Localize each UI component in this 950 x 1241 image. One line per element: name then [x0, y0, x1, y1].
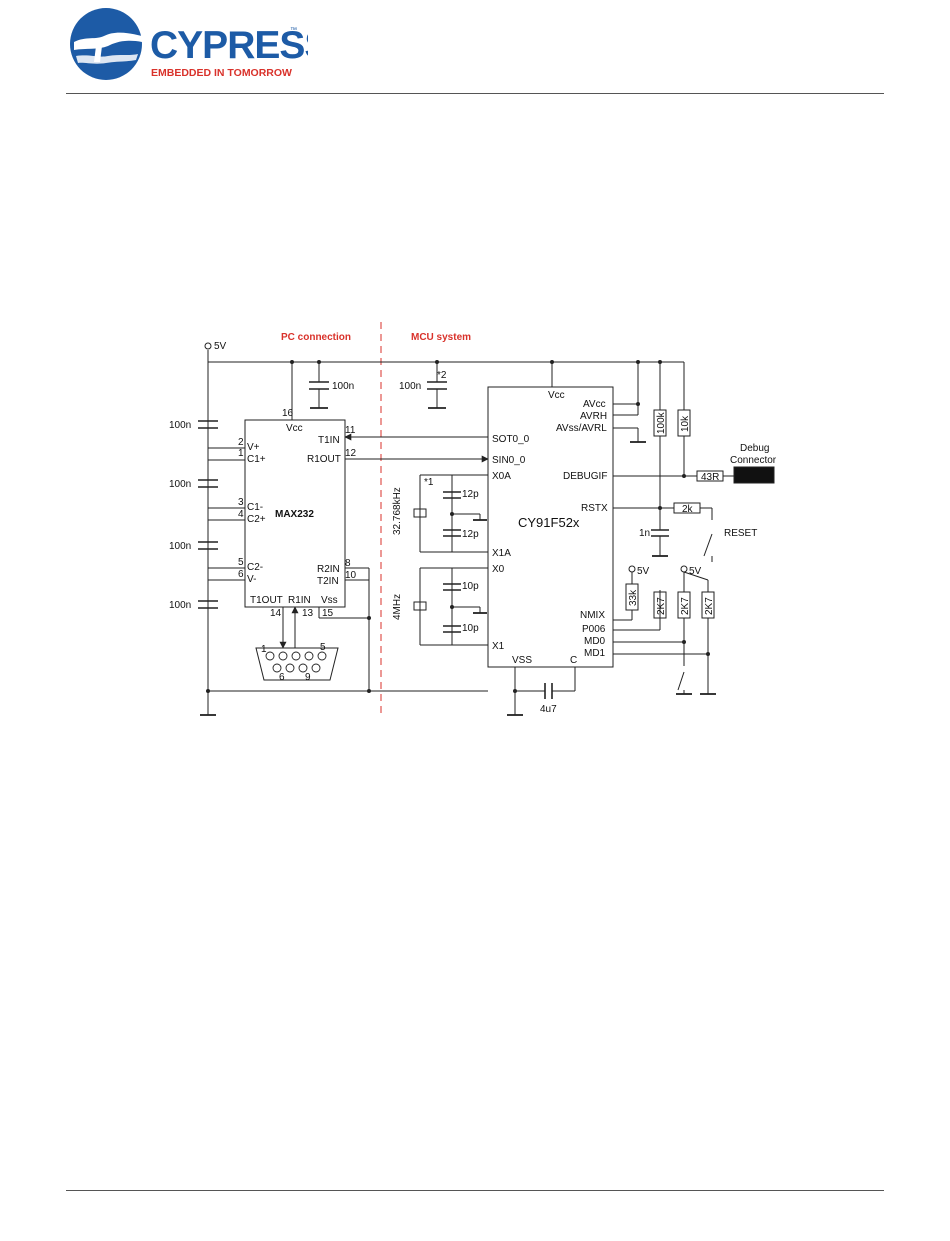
svg-text:V-: V- — [247, 574, 256, 585]
svg-text:4MHz: 4MHz — [392, 594, 403, 620]
svg-text:2K7: 2K7 — [680, 597, 691, 615]
svg-text:15: 15 — [322, 608, 334, 619]
svg-text:C1-: C1- — [247, 502, 263, 513]
svg-text:13: 13 — [302, 608, 314, 619]
svg-text:1n: 1n — [639, 528, 650, 539]
svg-text:10k: 10k — [680, 415, 691, 432]
svg-text:8: 8 — [345, 558, 351, 569]
reset-label: RESET — [724, 528, 757, 539]
svg-text:100n: 100n — [399, 381, 421, 392]
svg-text:C2-: C2- — [247, 562, 263, 573]
mcu-chip — [487, 386, 614, 668]
svg-text:2K7: 2K7 — [704, 597, 715, 615]
svg-text:10p: 10p — [462, 623, 479, 634]
header-rule — [66, 93, 884, 94]
svg-text:V+: V+ — [247, 442, 260, 453]
svg-text:5V: 5V — [637, 566, 650, 577]
svg-text:100n: 100n — [332, 381, 354, 392]
svg-text:*2: *2 — [437, 370, 447, 381]
svg-text:1: 1 — [261, 644, 267, 655]
svg-text:T1OUT: T1OUT — [250, 595, 283, 606]
crystal-32k — [413, 508, 427, 518]
svg-text:R1IN: R1IN — [288, 595, 311, 606]
svg-text:3: 3 — [238, 497, 244, 508]
svg-text:DEBUGIF: DEBUGIF — [563, 471, 607, 482]
max232-label: MAX232 — [275, 509, 314, 520]
svg-text:4u7: 4u7 — [540, 704, 557, 715]
logo-tagline: EMBEDDED IN TOMORROW — [151, 67, 292, 79]
svg-text:AVRH: AVRH — [580, 411, 607, 422]
svg-text:T1IN: T1IN — [318, 435, 340, 446]
svg-text:X0: X0 — [492, 564, 505, 575]
logo-tree-icon — [74, 32, 142, 50]
footer-rule — [66, 1190, 884, 1191]
svg-text:C: C — [570, 655, 577, 666]
svg-text:2: 2 — [238, 437, 244, 448]
svg-text:Vcc: Vcc — [548, 390, 565, 401]
svg-text:NMIX: NMIX — [580, 610, 605, 621]
svg-text:100n: 100n — [169, 479, 191, 490]
svg-text:X1: X1 — [492, 641, 505, 652]
svg-text:10: 10 — [345, 570, 357, 581]
svg-text:SOT0_0: SOT0_0 — [492, 434, 530, 445]
svg-text:10p: 10p — [462, 581, 479, 592]
svg-text:6: 6 — [279, 672, 285, 683]
svg-text:5: 5 — [320, 642, 326, 653]
svg-text:16: 16 — [282, 408, 294, 419]
svg-text:33k: 33k — [628, 589, 639, 606]
svg-text:9: 9 — [305, 672, 311, 683]
svg-text:AVcc: AVcc — [583, 399, 606, 410]
supply-5v-label: 5V — [214, 341, 227, 352]
dsub9-connector — [255, 647, 339, 681]
svg-text:5: 5 — [238, 557, 244, 568]
svg-text:32.768kHz: 32.768kHz — [392, 487, 403, 535]
svg-text:14: 14 — [270, 608, 282, 619]
section-pc-label: PC connection — [281, 332, 351, 343]
svg-text:P006: P006 — [582, 624, 606, 635]
svg-text:RSTX: RSTX — [581, 503, 608, 514]
svg-text:5V: 5V — [689, 566, 702, 577]
svg-text:100k: 100k — [656, 411, 667, 434]
svg-text:MD0: MD0 — [584, 636, 606, 647]
svg-text:4: 4 — [238, 509, 244, 520]
svg-text:C2+: C2+ — [247, 514, 266, 525]
svg-text:100n: 100n — [169, 600, 191, 611]
svg-text:Vcc: Vcc — [286, 423, 303, 434]
svg-text:R1OUT: R1OUT — [307, 454, 341, 465]
crystal-4mhz — [413, 601, 427, 611]
svg-text:X1A: X1A — [492, 548, 511, 559]
svg-text:T2IN: T2IN — [317, 576, 339, 587]
logo-wordmark: CYPRESS — [150, 24, 308, 67]
svg-text:100n: 100n — [169, 420, 191, 431]
svg-text:11: 11 — [345, 425, 356, 436]
svg-text:2k: 2k — [682, 504, 694, 515]
svg-text:12p: 12p — [462, 489, 479, 500]
debug-connector-label: Debug — [740, 443, 769, 454]
svg-text:™: ™ — [290, 27, 297, 34]
svg-text:X0A: X0A — [492, 471, 511, 482]
svg-text:*1: *1 — [424, 477, 434, 488]
mcu-label: CY91F52x — [518, 515, 580, 530]
svg-text:6: 6 — [238, 569, 244, 580]
svg-text:AVss/AVRL: AVss/AVRL — [556, 423, 607, 434]
svg-text:43R: 43R — [701, 472, 719, 483]
svg-text:R2IN: R2IN — [317, 564, 340, 575]
svg-text:2K7: 2K7 — [656, 597, 667, 615]
svg-text:12: 12 — [345, 448, 357, 459]
svg-text:Connector: Connector — [730, 455, 777, 466]
svg-text:MD1: MD1 — [584, 648, 606, 659]
debug-connector — [733, 466, 775, 484]
svg-text:C1+: C1+ — [247, 454, 266, 465]
section-mcu-label: MCU system — [411, 332, 471, 343]
svg-text:100n: 100n — [169, 541, 191, 552]
svg-text:SIN0_0: SIN0_0 — [492, 455, 526, 466]
cypress-logo: CYPRESS ™ EMBEDDED IN TOMORROW — [70, 8, 308, 80]
svg-text:VSS: VSS — [512, 655, 532, 666]
svg-text:12p: 12p — [462, 529, 479, 540]
svg-text:Vss: Vss — [321, 595, 338, 606]
svg-text:1: 1 — [238, 448, 244, 459]
resistor-2k7-a — [653, 591, 667, 619]
